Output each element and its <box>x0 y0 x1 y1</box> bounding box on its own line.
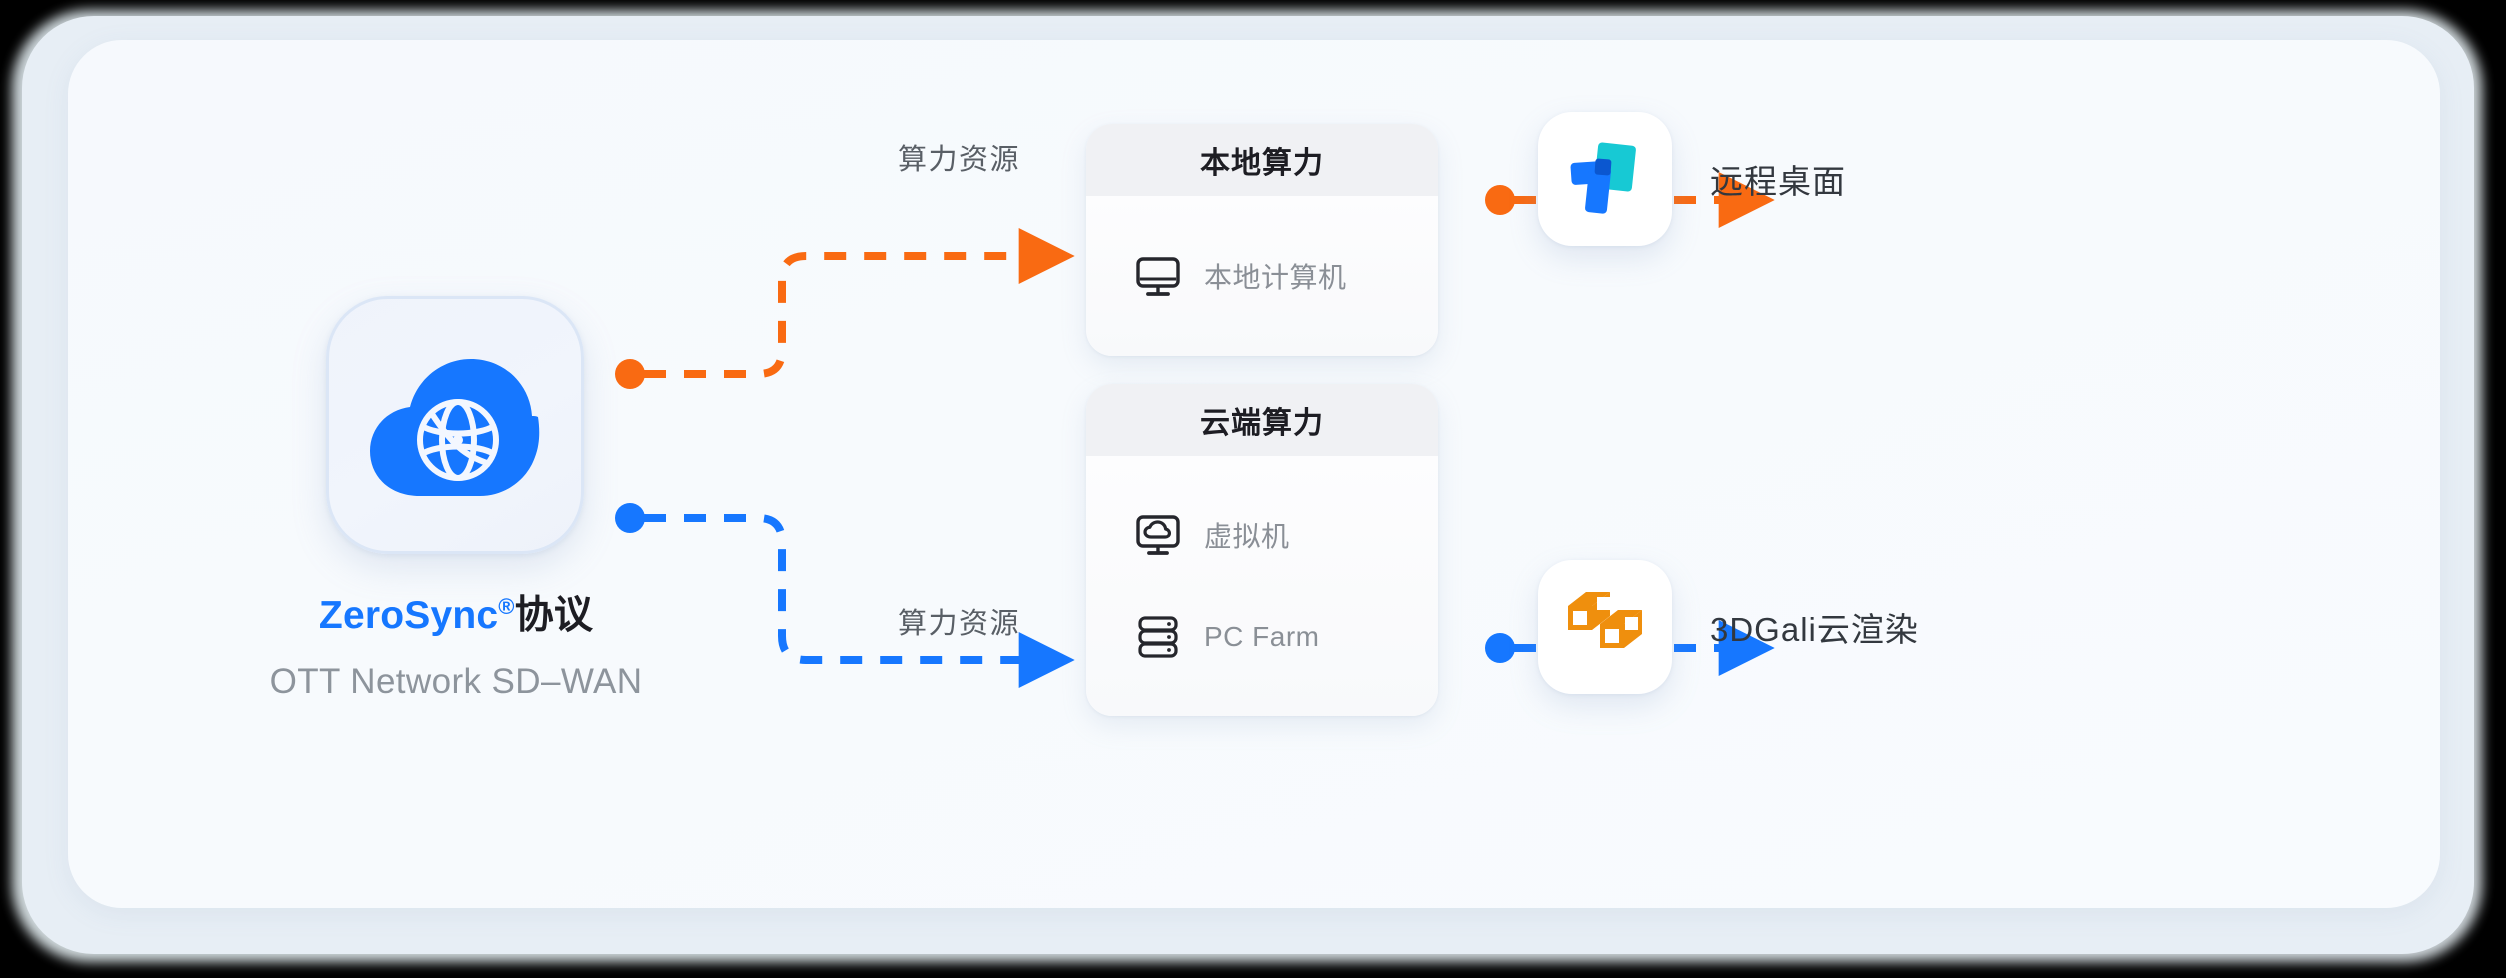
local-compute-card-header: 本地算力 <box>1086 124 1438 196</box>
cloud-compute-card-title: 云端算力 <box>1200 407 1324 440</box>
edge-dot-orange-right <box>1485 185 1515 215</box>
remote-desktop-app-tile[interactable] <box>1538 112 1672 246</box>
cloud-compute-item-vm[interactable]: 虚拟机 <box>1134 511 1438 559</box>
3dgali-app-label: 3DGali云渲染 <box>1710 611 1919 648</box>
edge-dot-blue-right <box>1485 633 1515 663</box>
protocol-brand-suffix: 协议 <box>514 594 594 637</box>
cloud-compute-item-pcfarm-label: PC Farm <box>1204 621 1320 652</box>
protocol-labels: ZeroSync®协议 OTT Network SD–WAN <box>206 584 706 702</box>
monitor-icon <box>1136 257 1180 296</box>
cloud-globe-icon <box>370 359 540 496</box>
cloud-compute-card-header: 云端算力 <box>1086 384 1438 456</box>
protocol-title: ZeroSync®协议 <box>206 584 706 640</box>
local-compute-card-title: 本地算力 <box>1200 147 1324 180</box>
edge-start-dot-orange <box>615 359 645 389</box>
local-compute-card-body: 本地计算机 <box>1086 196 1438 356</box>
cloud-compute-item-pcfarm[interactable]: PC Farm <box>1134 613 1438 661</box>
cloud-compute-item-vm-label: 虚拟机 <box>1204 521 1290 552</box>
3dgali-app[interactable]: 3DGali云渲染 <box>1538 560 1919 694</box>
server-rack-icon <box>1138 616 1178 658</box>
3dgali-cubes-icon <box>1568 592 1642 648</box>
cloud-compute-card-body: 虚拟机 PC Farm <box>1086 456 1438 716</box>
edge-path-orange-upper <box>644 228 1075 378</box>
diagram-content: ZeroSync®协议 OTT Network SD–WAN 算力资源 算力资源… <box>68 40 2440 908</box>
protocol-node[interactable]: ZeroSync®协议 OTT Network SD–WAN <box>270 296 642 701</box>
remote-desktop-app[interactable]: 远程桌面 <box>1538 112 1846 246</box>
diagram-panel: ZeroSync®协议 OTT Network SD–WAN 算力资源 算力资源… <box>68 40 2440 908</box>
edge-label-computing-resource-bottom: 算力资源 <box>898 608 1021 640</box>
registered-mark: ® <box>498 594 515 619</box>
3dgali-app-tile[interactable] <box>1538 560 1672 694</box>
edge-start-dot-blue <box>615 503 645 533</box>
edge-protocol-to-local <box>615 228 1075 389</box>
local-compute-card[interactable]: 本地算力 本地计算机 <box>1086 124 1438 356</box>
edge-label-computing-resource-top: 算力资源 <box>898 144 1021 176</box>
local-compute-item[interactable]: 本地计算机 <box>1134 252 1438 300</box>
remote-desktop-app-icon <box>1570 142 1636 214</box>
virtual-machine-icon <box>1136 515 1180 555</box>
protocol-brand: ZeroSync® <box>318 594 515 637</box>
protocol-subtitle: OTT Network SD–WAN <box>269 662 643 701</box>
remote-desktop-app-label: 远程桌面 <box>1710 163 1846 200</box>
cloud-compute-card[interactable]: 云端算力 虚拟机 <box>1086 384 1438 716</box>
local-compute-item-label: 本地计算机 <box>1204 262 1347 293</box>
